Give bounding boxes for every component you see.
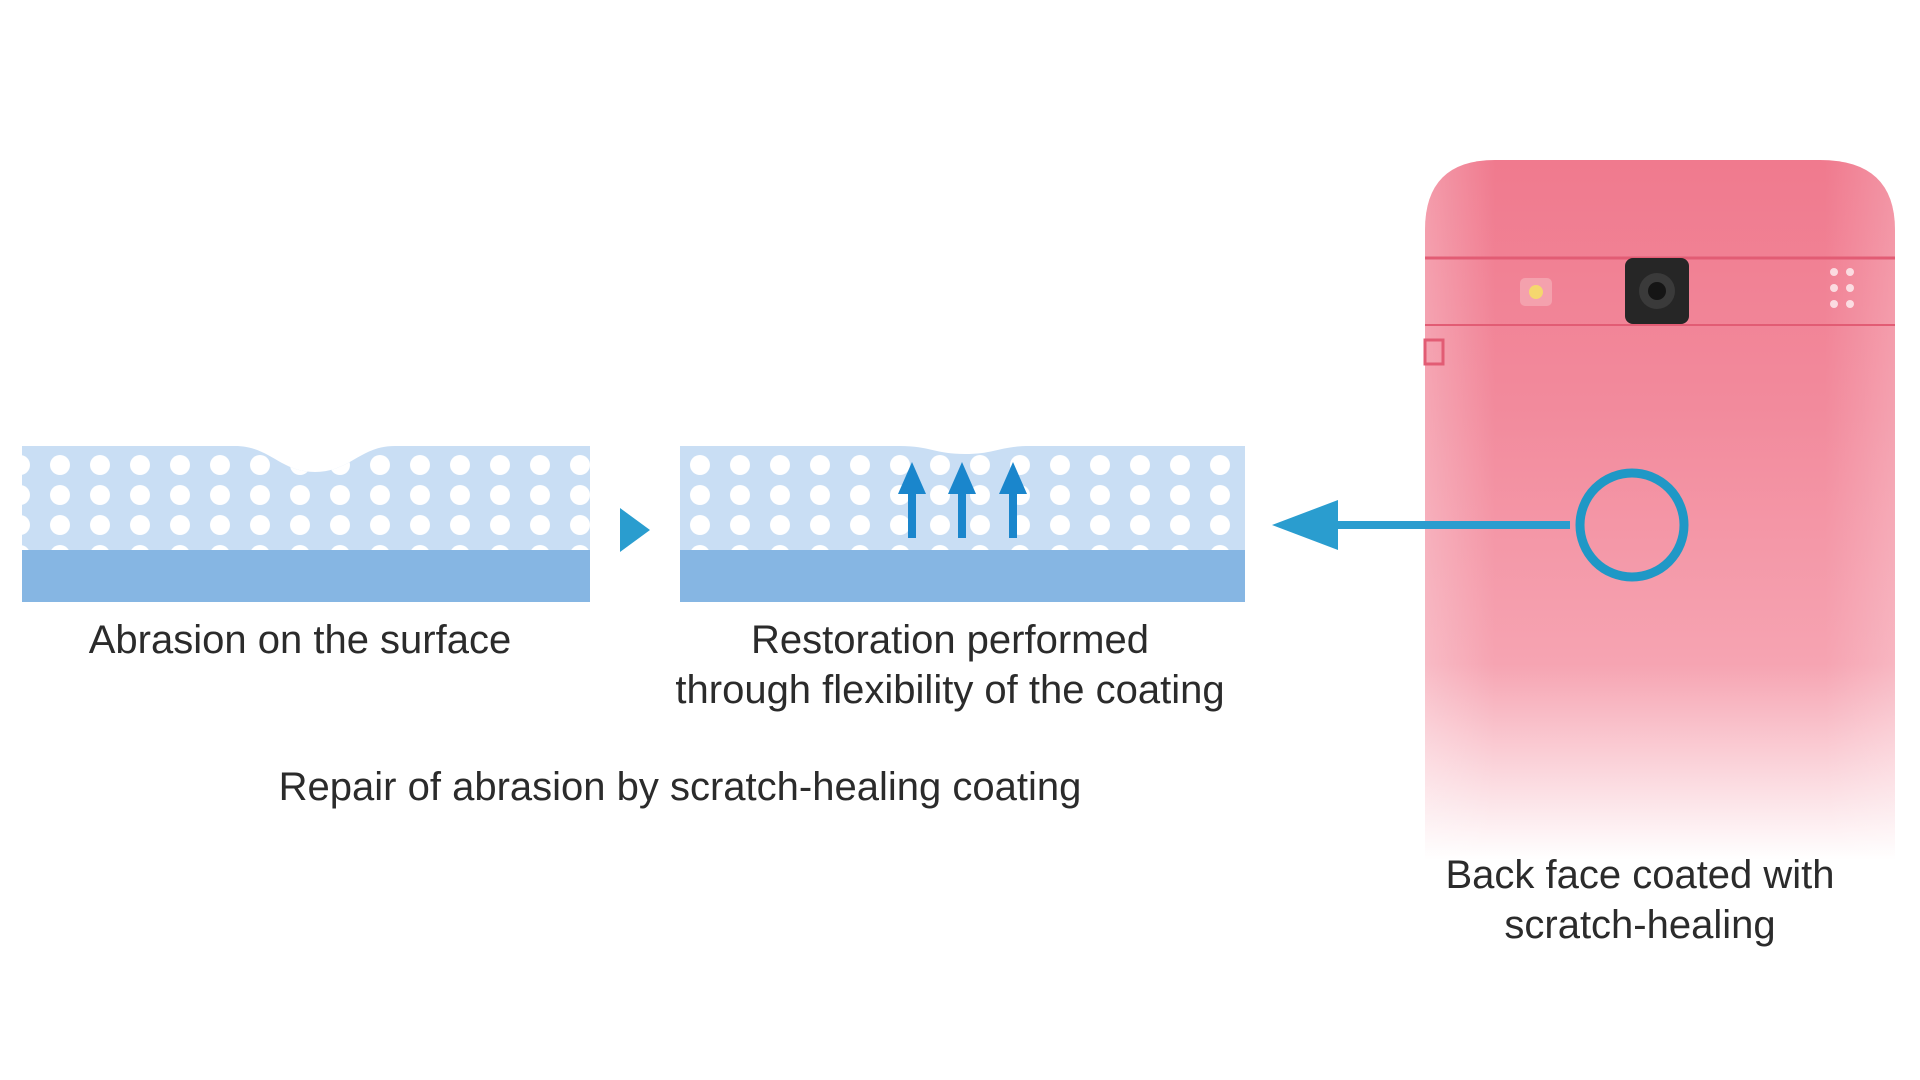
back-face-label-line1: Back face coated with — [1445, 853, 1835, 897]
diagram-caption-text: Repair of abrasion by scratch-healing co… — [278, 765, 1082, 809]
restoration-label-line2: through flexibility of the coating — [675, 668, 1225, 712]
triangle-right-icon — [620, 508, 650, 552]
speaker-grille-icon — [1830, 268, 1854, 308]
back-face-label: Back face coated with scratch-healing — [1380, 850, 1900, 950]
arrow-up-icon — [948, 462, 976, 538]
phone-illustration — [1423, 160, 1895, 860]
arrow-up-icon — [999, 462, 1027, 538]
restoration-label-line1: Restoration performed — [751, 618, 1149, 662]
substrate-layer — [22, 550, 590, 602]
camera-icon — [1625, 258, 1689, 324]
arrow-up-icon — [898, 462, 926, 538]
restoration-label: Restoration performed through flexibilit… — [600, 615, 1300, 715]
restoration-panel — [680, 446, 1245, 602]
flash-icon — [1520, 278, 1552, 306]
back-face-label-line2: scratch-healing — [1504, 903, 1776, 947]
highlight-circle — [1575, 468, 1689, 582]
abrasion-label: Abrasion on the surface — [20, 615, 580, 665]
arrow-left-icon — [1272, 500, 1570, 550]
abrasion-label-text: Abrasion on the surface — [88, 618, 512, 662]
diagram-caption: Repair of abrasion by scratch-healing co… — [180, 762, 1180, 812]
substrate-layer — [680, 550, 1245, 602]
abrasion-panel — [22, 446, 590, 602]
